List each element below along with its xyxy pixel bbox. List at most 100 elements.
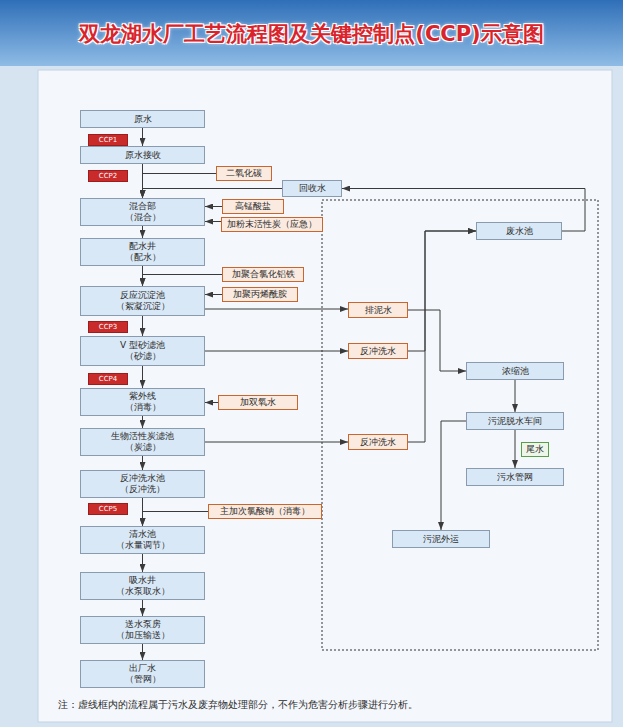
box-text: 浓缩池 bbox=[502, 366, 529, 377]
process-box: 配水井（配水） bbox=[80, 238, 205, 266]
box-text: 加聚合氯化铝铁 bbox=[232, 269, 295, 280]
process-box: 原水 bbox=[80, 110, 205, 128]
board-panel bbox=[38, 70, 612, 722]
box-text: 二氧化碳 bbox=[226, 168, 262, 179]
box-text: CCP1 bbox=[99, 136, 117, 145]
ccp-marker: CCP4 bbox=[88, 373, 128, 385]
ccp-marker: CCP3 bbox=[88, 321, 128, 333]
diagram-title: 双龙湖水厂工艺流程图及关键控制点(CCP)示意图 bbox=[0, 20, 623, 48]
box-text: 反冲洗水 bbox=[360, 346, 396, 357]
box-text: （配水） bbox=[125, 252, 161, 263]
box-text: 反冲洗水 bbox=[360, 437, 396, 448]
box-text: 高锰酸盐 bbox=[235, 201, 271, 212]
box-text: CCP5 bbox=[99, 505, 117, 514]
box-text: 排泥水 bbox=[365, 305, 392, 316]
flow-connector bbox=[142, 644, 143, 660]
box-text: 混合部 bbox=[129, 201, 156, 212]
process-box: 混合部（混合） bbox=[80, 198, 205, 226]
box-text: 原水接收 bbox=[125, 150, 161, 161]
flow-connector bbox=[142, 366, 143, 388]
dosing-box: 加聚丙烯酰胺 bbox=[222, 287, 298, 302]
box-text: 送水泵房 bbox=[125, 619, 161, 630]
flow-connector bbox=[515, 430, 516, 468]
treatment-box: 污泥外运 bbox=[392, 530, 490, 548]
flow-connector bbox=[142, 316, 143, 336]
flow-connector bbox=[143, 275, 223, 287]
process-box: V 型砂滤池（砂滤） bbox=[80, 336, 205, 366]
box-text: 反冲洗水池 bbox=[120, 473, 165, 484]
dosing-box: 加双氧水 bbox=[218, 395, 298, 410]
flow-connector bbox=[142, 456, 143, 470]
box-text: 污泥脱水车间 bbox=[488, 416, 542, 427]
box-text: （水泵取水） bbox=[116, 586, 170, 597]
flow-connector bbox=[408, 310, 466, 371]
box-text: 配水井 bbox=[129, 241, 156, 252]
process-box: 原水接收 bbox=[80, 146, 205, 164]
box-text: 反应沉淀池 bbox=[120, 290, 165, 301]
box-text: （加压输送） bbox=[116, 630, 170, 641]
dosing-box: 高锰酸盐 bbox=[222, 199, 284, 214]
flow-connector bbox=[441, 421, 466, 530]
process-box: 反应沉淀池（絮凝沉淀） bbox=[80, 286, 205, 316]
flow-connector bbox=[205, 294, 222, 295]
box-text: （反冲洗） bbox=[120, 484, 165, 495]
box-text: 生物活性炭滤池 bbox=[111, 431, 174, 442]
flow-connector bbox=[143, 174, 217, 199]
dosing-box: 反冲洗水 bbox=[348, 434, 408, 450]
box-text: 原水 bbox=[134, 114, 152, 125]
box-text: （炭滤） bbox=[125, 442, 161, 453]
treatment-box: 回收水 bbox=[282, 180, 342, 197]
box-text: 吸水井 bbox=[129, 575, 156, 586]
box-text: 出厂水 bbox=[129, 663, 156, 674]
flow-connector bbox=[205, 309, 348, 310]
treatment-box: 污泥脱水车间 bbox=[466, 412, 564, 430]
flow-connector bbox=[205, 221, 221, 222]
dashed-region bbox=[322, 200, 598, 650]
box-text: 加聚丙烯酰胺 bbox=[233, 289, 287, 300]
box-text: 回收水 bbox=[299, 183, 326, 194]
ccp-marker: CCP1 bbox=[88, 134, 128, 146]
box-text: 废水池 bbox=[506, 226, 533, 237]
flow-connector bbox=[142, 600, 143, 616]
flow-connector bbox=[205, 206, 222, 207]
box-text: （管网） bbox=[125, 674, 161, 685]
title-banner bbox=[0, 0, 623, 66]
flow-connector bbox=[408, 231, 476, 442]
box-text: 加双氧水 bbox=[240, 397, 276, 408]
flow-connector bbox=[205, 351, 348, 352]
process-box: 清水池（水量调节） bbox=[80, 526, 205, 554]
flow-connector bbox=[515, 380, 516, 412]
flow-connector bbox=[205, 402, 218, 403]
treatment-box: 污水管网 bbox=[466, 468, 564, 486]
process-box: 紫外线（消毒） bbox=[80, 388, 205, 416]
box-text: 清水池 bbox=[129, 529, 156, 540]
box-text: （絮凝沉淀） bbox=[116, 301, 170, 312]
process-box: 反冲洗水池（反冲洗） bbox=[80, 470, 205, 498]
edge-label: 尾水 bbox=[521, 442, 549, 457]
flow-connector bbox=[408, 231, 476, 351]
flow-connector bbox=[143, 189, 283, 199]
flow-connector bbox=[205, 442, 348, 443]
dosing-box: 加粉末活性炭（应急） bbox=[221, 217, 323, 232]
box-text: 紫外线 bbox=[129, 391, 156, 402]
treatment-box: 废水池 bbox=[476, 222, 562, 240]
dosing-box: 反冲洗水 bbox=[348, 343, 408, 359]
flow-connector bbox=[142, 554, 143, 572]
box-text: （消毒） bbox=[125, 402, 161, 413]
box-text: （水量调节） bbox=[116, 540, 170, 551]
dosing-box: 主加次氯酸钠（消毒） bbox=[208, 504, 322, 519]
dosing-box: 二氧化碳 bbox=[216, 166, 272, 181]
footnote: 注：虚线框内的流程属于污水及废弃物处理部分，不作为危害分析步骤进行分析。 bbox=[58, 698, 418, 712]
process-box: 送水泵房（加压输送） bbox=[80, 616, 205, 644]
flow-connector bbox=[142, 226, 143, 238]
treatment-box: 浓缩池 bbox=[466, 362, 564, 380]
flow-connector bbox=[143, 512, 209, 527]
box-text: （砂滤） bbox=[125, 351, 161, 362]
box-text: 加粉末活性炭（应急） bbox=[227, 219, 317, 230]
ccp-marker: CCP2 bbox=[88, 170, 128, 182]
box-text: 污泥外运 bbox=[423, 534, 459, 545]
box-text: 主加次氯酸钠（消毒） bbox=[220, 506, 310, 517]
box-text: CCP2 bbox=[99, 172, 117, 181]
flow-connector bbox=[142, 416, 143, 428]
